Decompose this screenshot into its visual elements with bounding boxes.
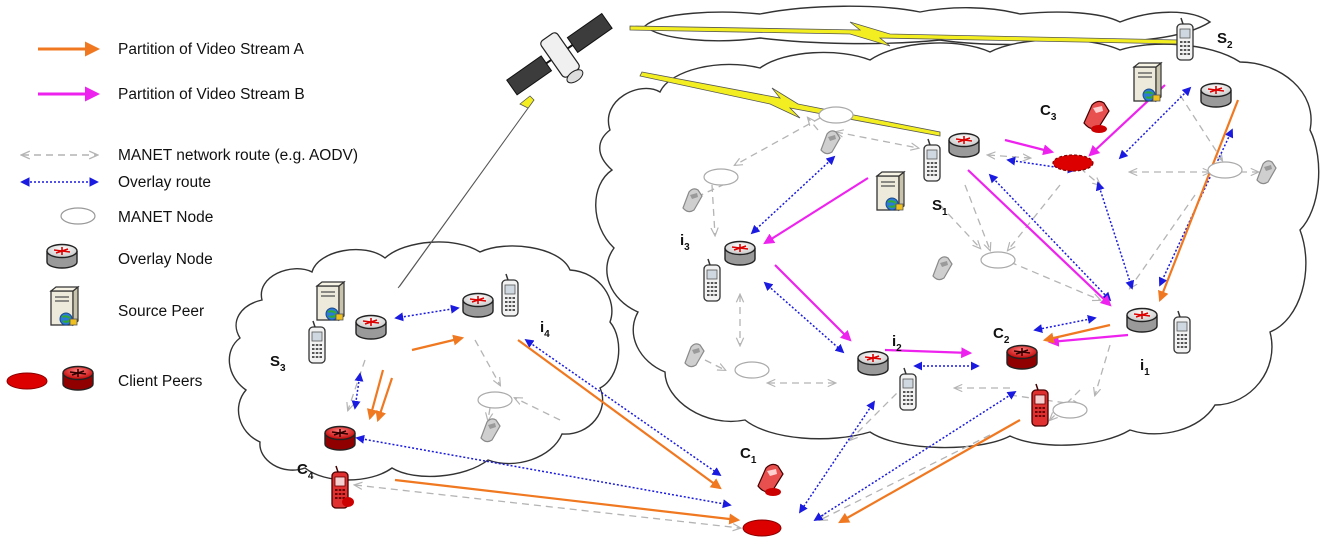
node-i4: i4 (462, 273, 550, 340)
legend-item-overlay-node: Overlay Node (46, 243, 213, 269)
client-ellipse-icon (6, 372, 48, 390)
manet-node-icon (734, 361, 770, 379)
phone-icon (1173, 310, 1191, 354)
client-ellipse-icon (1052, 154, 1094, 172)
router-icon (857, 350, 889, 376)
cloud-top (643, 5, 1212, 46)
client-ellipse-icon (742, 519, 782, 537)
node-c4: C4 (297, 425, 356, 509)
node-c1: C1 (740, 445, 784, 537)
phone-icon (703, 258, 721, 302)
server-icon (1133, 62, 1162, 102)
legend-label: Client Peers (118, 373, 203, 390)
router-icon (1126, 307, 1158, 333)
satellite-icon (506, 12, 613, 96)
node-i3: i3 (680, 232, 756, 302)
node-label: C4 (297, 461, 314, 482)
phone-icon (757, 463, 784, 497)
router-icon (1006, 344, 1038, 370)
node-c3: C3 (1040, 100, 1110, 172)
phone-icon (1176, 17, 1194, 61)
phone-icon (899, 367, 917, 411)
node-s3: S3 (270, 281, 387, 374)
node-i2: i2 (857, 333, 917, 411)
stream-b-links (763, 84, 1166, 359)
server-icon (876, 171, 905, 211)
legend-label: Partition of Video Stream B (118, 86, 305, 103)
legend-item-manet-node: MANET Node (60, 207, 213, 226)
manet-node-icon (60, 207, 96, 225)
legend-item-source-peer: Source Peer (50, 286, 204, 326)
node-label: S3 (270, 353, 286, 374)
server-icon (50, 286, 79, 326)
phone-icon (1031, 383, 1049, 427)
legend-label: Source Peer (118, 303, 204, 320)
legend-item-client-peers: Client Peers (6, 365, 203, 391)
legend-item-overlay-route: Overlay route (20, 174, 211, 191)
router-icon (355, 314, 387, 340)
legend-item-stream-b: Partition of Video Stream B (38, 86, 305, 103)
legend-label: Partition of Video Stream A (118, 41, 304, 58)
node-c2: C2 (993, 325, 1049, 427)
cloud-left (228, 241, 620, 481)
router-icon (62, 365, 94, 391)
manet-nodes (477, 106, 1277, 443)
node-label: i2 (892, 333, 902, 354)
phone-icon (923, 138, 941, 182)
node-label: S1 (932, 197, 948, 218)
node-label: S2 (1217, 30, 1233, 51)
node-i1: i1 (1126, 307, 1191, 378)
manet-node-icon (477, 391, 513, 409)
router-icon (462, 292, 494, 318)
router-icon (948, 132, 980, 158)
router-icon (1200, 82, 1232, 108)
client-marker (342, 497, 354, 507)
legend-label: Overlay route (118, 174, 211, 191)
legend-label: Overlay Node (118, 251, 213, 268)
node-label: C3 (1040, 102, 1057, 123)
manet-node-icon (980, 251, 1016, 269)
satellite-link-left (397, 95, 535, 289)
legend-label: MANET network route (e.g. AODV) (118, 147, 358, 164)
manet-node-icon (1207, 161, 1243, 179)
router-icon (324, 425, 356, 451)
node-label: i3 (680, 232, 690, 253)
manet-node-icon (818, 106, 854, 124)
node-label: C1 (740, 445, 757, 466)
manet-node-icon (703, 168, 739, 186)
satellite-link-right (639, 71, 941, 137)
manet-node-icon (1052, 401, 1088, 419)
node-label: C2 (993, 325, 1010, 346)
legend-item-stream-a: Partition of Video Stream A (38, 41, 304, 58)
router-icon (724, 240, 756, 266)
phone-icon (308, 320, 326, 364)
node-label: i1 (1140, 357, 1150, 378)
legend-item-manet-route: MANET network route (e.g. AODV) (22, 147, 358, 164)
router-icon (46, 243, 78, 269)
phone-icon (501, 273, 519, 317)
server-icon (316, 281, 345, 321)
node-s2: S2 (1133, 17, 1233, 108)
legend-label: MANET Node (118, 209, 213, 226)
overlay-routes (351, 86, 1234, 521)
node-s1: S1 (876, 132, 980, 218)
stream-a-links (366, 99, 1240, 525)
legend: Partition of Video Stream A Partition of… (6, 41, 358, 391)
node-label: i4 (540, 319, 550, 340)
